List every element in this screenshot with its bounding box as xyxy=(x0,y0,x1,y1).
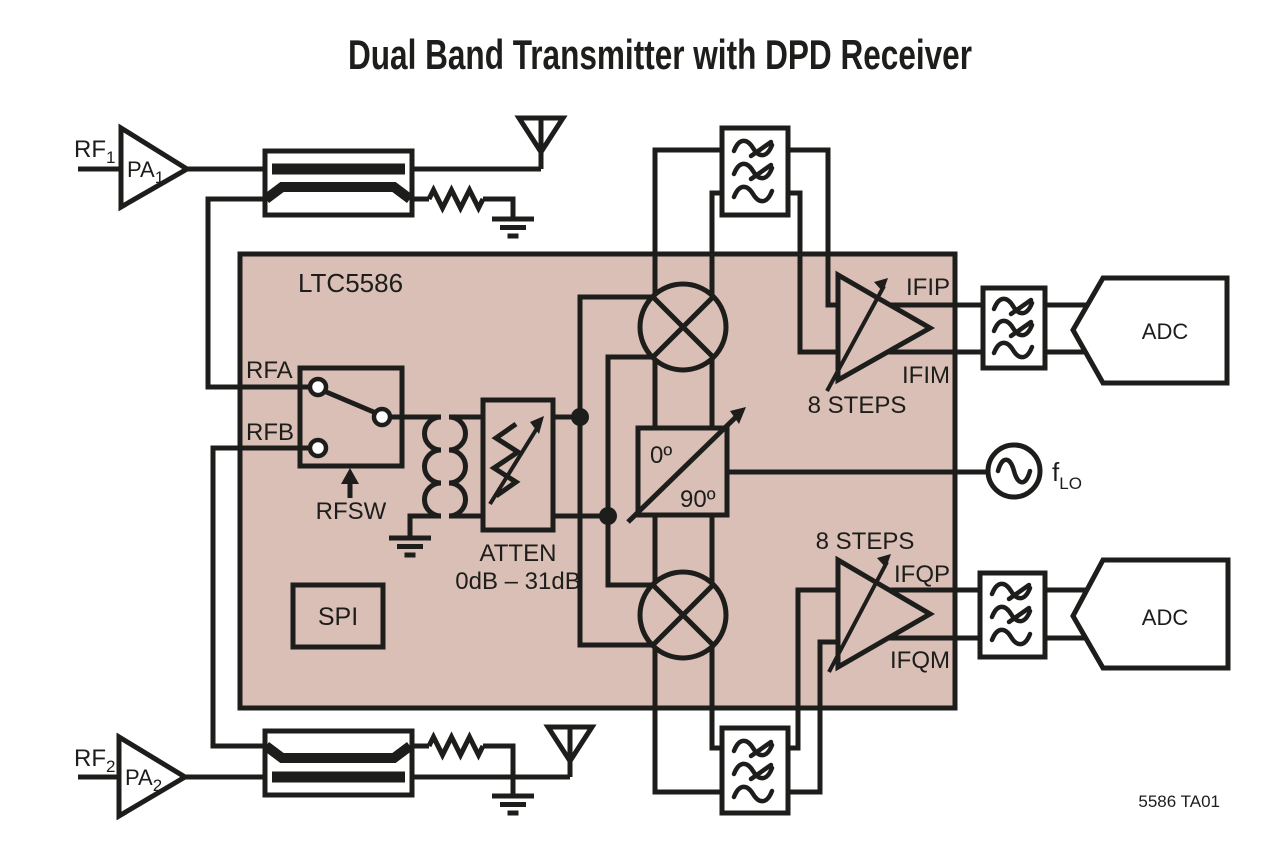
ground-3-icon xyxy=(389,535,431,558)
phase-arrow xyxy=(626,413,740,524)
rfa-pin-label: RFA xyxy=(246,357,293,384)
ifim-label: IFIM xyxy=(902,362,950,389)
rf1-label: RF1 xyxy=(74,136,115,167)
diagram-title: Dual Band Transmitter with DPD Receiver xyxy=(348,31,972,78)
atten-zigzag-icon xyxy=(489,421,523,499)
lo-q-wires xyxy=(652,515,715,583)
rf2-label: RF2 xyxy=(74,745,115,776)
antenna-1-icon xyxy=(514,115,568,169)
ground-2-icon xyxy=(492,793,534,816)
steps-q-label: 8 STEPS xyxy=(816,528,915,555)
ground-1-icon xyxy=(492,216,534,239)
adc-filter-q-icon xyxy=(977,570,1048,660)
rfsw-arrowhead xyxy=(341,468,359,484)
lo-i-wires xyxy=(652,359,715,428)
phase-shifter-block: 0º 90º xyxy=(626,359,988,583)
antenna-2-icon xyxy=(543,724,597,777)
rfb-feed-wire xyxy=(210,445,311,749)
switch-terminal-rfa xyxy=(307,376,329,398)
res2-gnd-wire xyxy=(483,743,516,796)
pa1-label: PA1 xyxy=(127,157,164,187)
switch-arm xyxy=(323,388,377,416)
rf1-chain: RF1 PA1 xyxy=(74,115,568,390)
atten-label: ATTEN xyxy=(480,540,557,567)
termination-resistor-2-icon xyxy=(426,731,486,761)
adc-q-label: ADC xyxy=(1142,605,1189,630)
vga-i-icon xyxy=(825,270,936,392)
chip-name-label: LTC5586 xyxy=(298,268,403,298)
rf-input-switch: RFA RFB RFSW xyxy=(246,357,441,525)
ifqp-label: IFQP xyxy=(894,561,950,588)
adc-i-block: ADC xyxy=(1070,275,1230,386)
res1-gnd-wire xyxy=(483,196,516,219)
termination-resistor-1-icon xyxy=(426,184,486,214)
lo-oscillator-icon: fLO xyxy=(985,442,1082,500)
adc-q-block: ADC xyxy=(1070,557,1231,671)
coupler-1-icon xyxy=(262,148,415,218)
rfb-pin-label: RFB xyxy=(246,419,294,446)
mixer-q-icon xyxy=(637,569,729,661)
pa2-amplifier-icon xyxy=(116,732,190,821)
xfmr-gnd-wire xyxy=(407,513,441,538)
rfsw-label: RFSW xyxy=(316,498,387,525)
ifip-label: IFIP xyxy=(906,274,950,301)
mixer-i-icon xyxy=(637,281,729,373)
atten-range-label: 0dB – 31dB xyxy=(455,568,580,595)
junction-dot-2 xyxy=(599,507,617,525)
coupler-2-icon xyxy=(262,728,415,798)
rfa-feed-wire xyxy=(205,196,311,390)
ifqm-label: IFQM xyxy=(890,647,950,674)
phase-arrowhead xyxy=(730,407,746,424)
figure-id: 5586 TA01 xyxy=(1138,792,1220,811)
flo-label: fLO xyxy=(1052,457,1082,493)
spi-box xyxy=(290,582,386,650)
rf2-chain: RF2 PA2 xyxy=(74,445,597,821)
vga-q-icon xyxy=(827,554,935,673)
if-filter-q-ext-icon xyxy=(719,725,791,816)
if-filter-i-ext-icon xyxy=(719,125,791,218)
adc-filter-i-icon xyxy=(980,285,1048,371)
attenuator-block: ATTEN 0dB – 31dB xyxy=(455,397,581,595)
spi-label: SPI xyxy=(318,603,358,631)
q-path: 8 STEPS IFQP IFQM ADC xyxy=(652,528,1231,816)
switch-terminal-common xyxy=(371,406,393,428)
adc-i-label: ADC xyxy=(1142,319,1189,344)
pa2-label: PA2 xyxy=(125,765,162,795)
atten-arrow xyxy=(488,423,541,506)
atten-arrowhead xyxy=(530,416,544,434)
pa1-amplifier-icon xyxy=(118,123,192,212)
junction-dot-1 xyxy=(571,408,589,426)
atten-box xyxy=(480,397,556,533)
i-path: 8 STEPS IFIP IFIM ADC xyxy=(652,125,1230,419)
balun-transformer-icon xyxy=(389,414,483,558)
deg90-label: 90º xyxy=(680,486,716,513)
minus-rail xyxy=(605,354,652,588)
plus-rail xyxy=(577,294,652,648)
switch-terminal-rfb xyxy=(307,437,329,459)
spi-block: SPI xyxy=(290,582,386,650)
steps-i-label: 8 STEPS xyxy=(808,392,907,419)
rf-rails xyxy=(553,294,652,648)
deg0-label: 0º xyxy=(650,442,672,469)
